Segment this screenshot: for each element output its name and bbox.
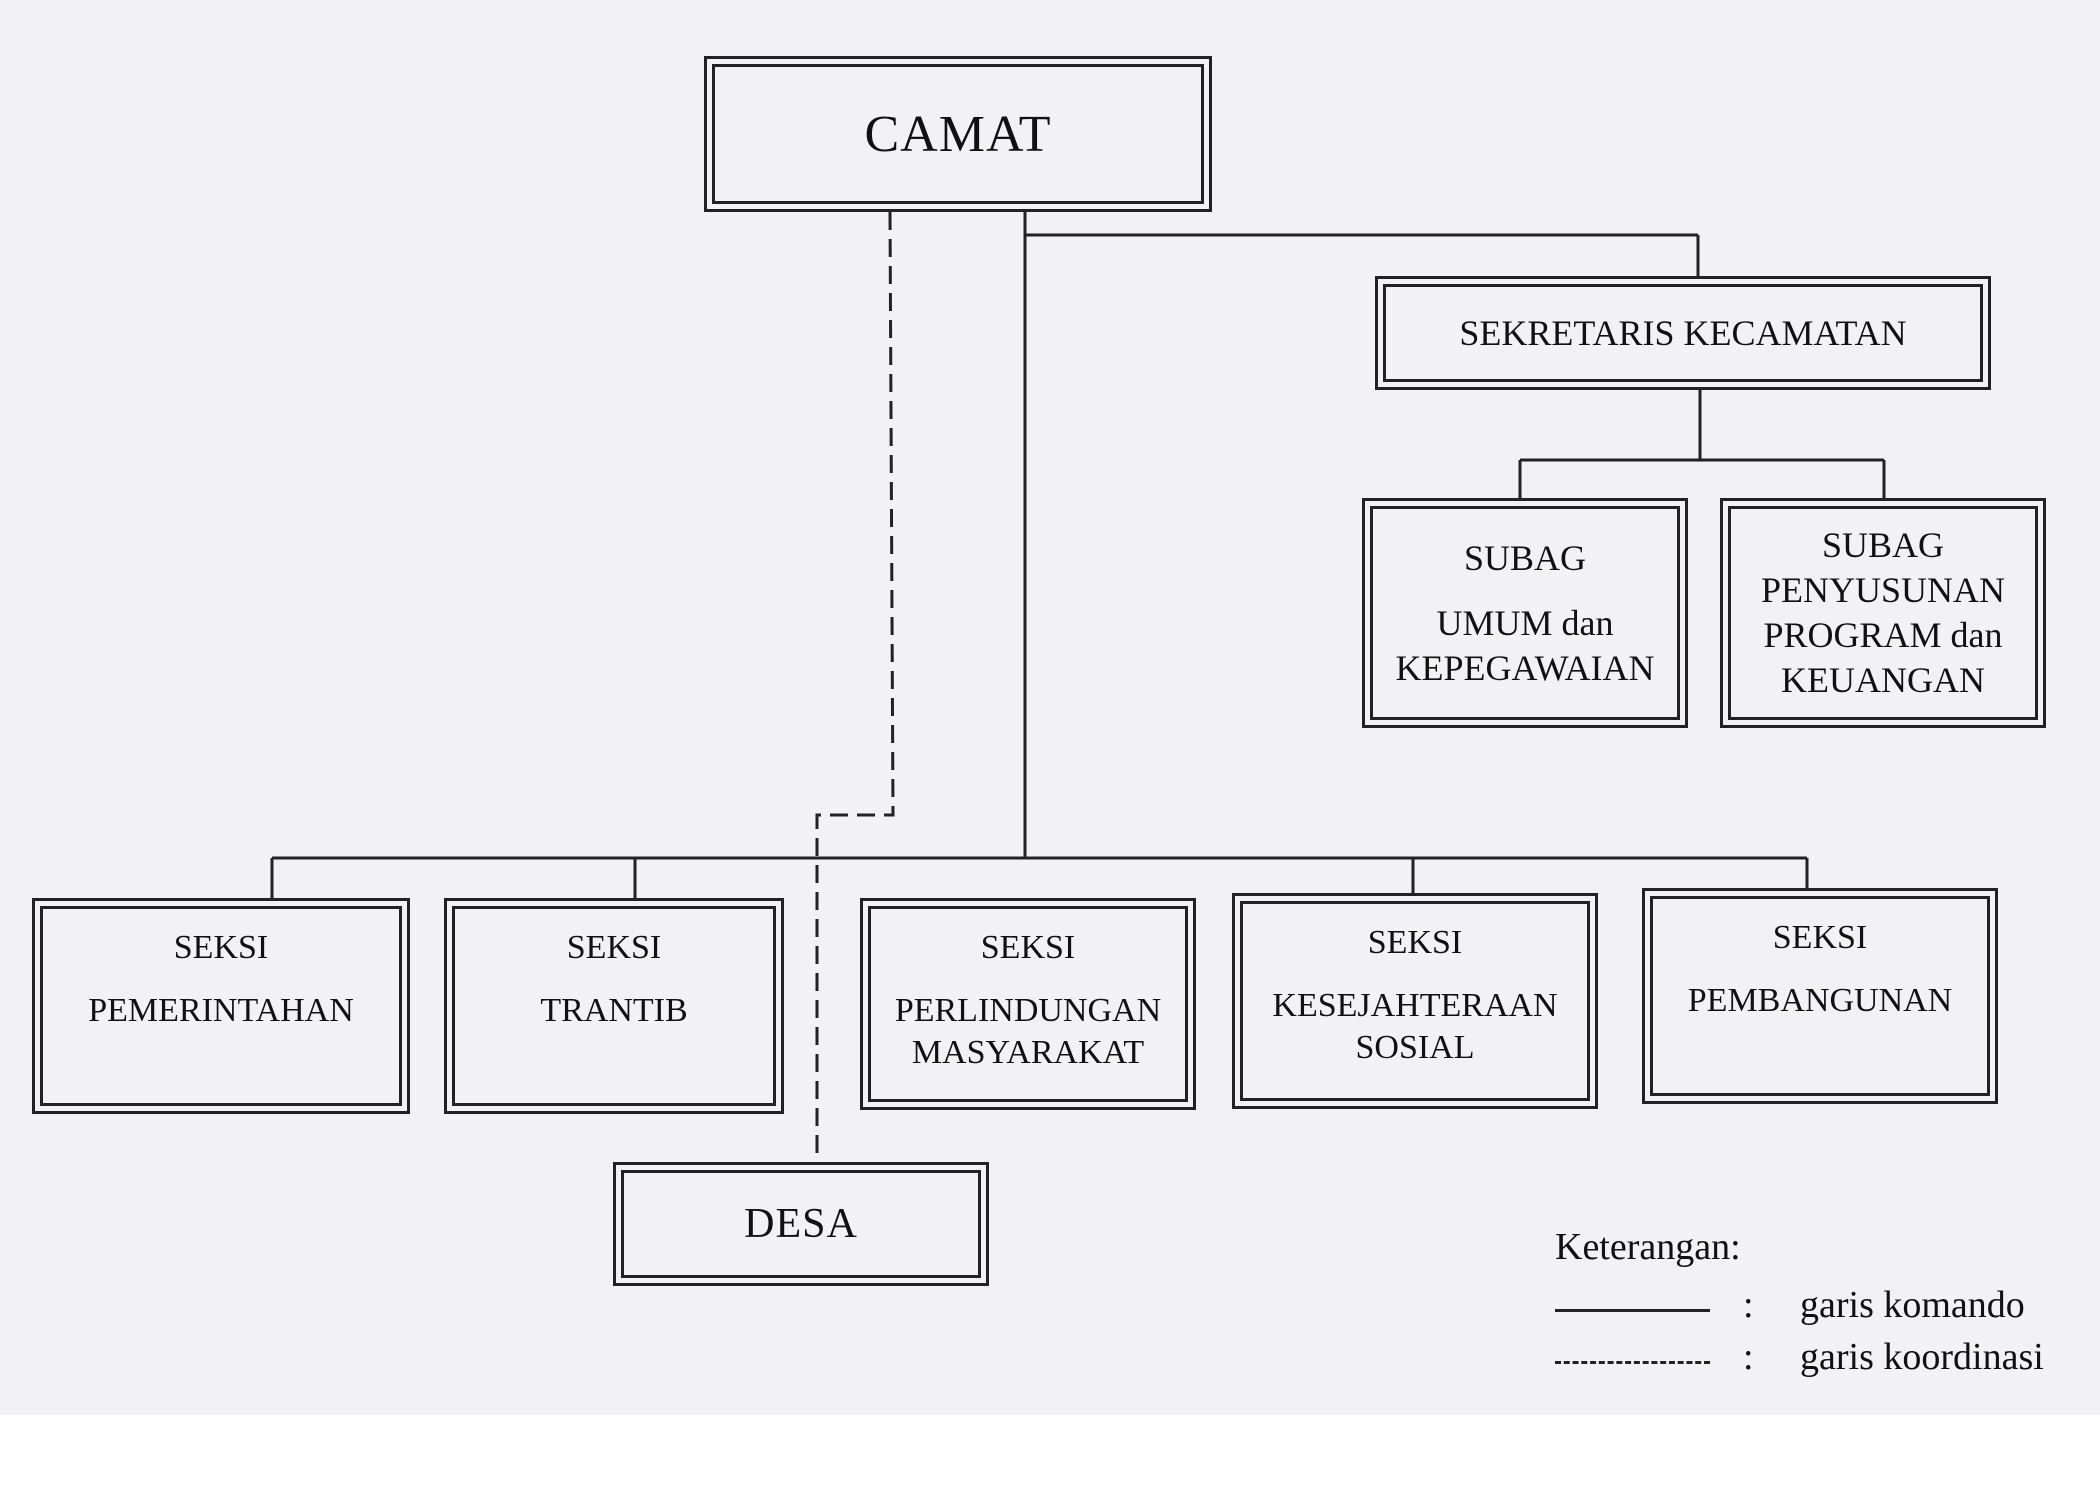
legend: Keterangan: : garis komando : garis koor… <box>1555 1225 2044 1387</box>
node-label-line: SEKSI <box>173 929 269 966</box>
node-label-line: PEMBANGUNAN <box>1687 981 1953 1019</box>
node-label-line: PROGRAM dan <box>1763 615 2003 655</box>
legend-item-coordination: : garis koordinasi <box>1555 1335 2044 1387</box>
node-subag-umum-kepegawaian: SUBAG UMUM dan KEPEGAWAIAN <box>1362 498 1688 728</box>
node-subag-penyusunan-program-keuangan: SUBAG PENYUSUNAN PROGRAM dan KEUANGAN <box>1720 498 2046 728</box>
node-label-line: MASYARAKAT <box>911 1034 1145 1071</box>
legend-title: Keterangan: <box>1555 1226 1741 1268</box>
node-camat-label: CAMAT <box>864 105 1052 163</box>
legend-colon: : <box>1743 1336 1754 1378</box>
legend-item-label: garis koordinasi <box>1800 1336 2044 1378</box>
node-label-line: SEKSI <box>566 929 662 966</box>
legend-colon: : <box>1743 1284 1754 1326</box>
node-label-line: PEMERINTAHAN <box>88 991 354 1029</box>
node-label-line: KEUANGAN <box>1781 660 1985 700</box>
node-label-line: UMUM dan <box>1436 602 1614 643</box>
node-label-line: PERLINDUNGAN <box>894 991 1162 1029</box>
node-label-line: SEKSI <box>980 929 1076 966</box>
node-label-line: SUBAG <box>1821 525 1945 565</box>
node-sekretaris-label: SEKRETARIS KECAMATAN <box>1459 312 1907 353</box>
legend-solid-line-swatch <box>1555 1309 1710 1312</box>
node-desa: DESA <box>613 1162 989 1286</box>
node-label-line: SUBAG <box>1463 537 1587 578</box>
node-seksi-perlindungan-masyarakat: SEKSI PERLINDUNGAN MASYARAKAT <box>860 898 1196 1110</box>
node-label-line: KESEJAHTERAAN <box>1272 986 1558 1024</box>
legend-item-label: garis komando <box>1800 1284 2025 1326</box>
node-sekretaris-kecamatan: SEKRETARIS KECAMATAN <box>1375 276 1991 390</box>
node-label-line: PENYUSUNAN <box>1760 570 2006 610</box>
node-desa-label: DESA <box>744 1200 858 1247</box>
node-seksi-kesejahteraan-sosial: SEKSI KESEJAHTERAAN SOSIAL <box>1232 893 1598 1109</box>
node-seksi-pemerintahan: SEKSI PEMERINTAHAN <box>32 898 410 1114</box>
node-label-line: SEKSI <box>1772 919 1868 956</box>
node-seksi-pembangunan: SEKSI PEMBANGUNAN <box>1642 888 1998 1104</box>
node-label-line: SEKSI <box>1367 924 1463 961</box>
node-label-line: SOSIAL <box>1355 1029 1475 1066</box>
node-seksi-trantib: SEKSI TRANTIB <box>444 898 784 1114</box>
legend-item-command: : garis komando <box>1555 1283 2025 1335</box>
node-label-line: TRANTIB <box>540 991 688 1029</box>
legend-dashed-line-swatch <box>1555 1361 1710 1364</box>
coordination-line <box>815 211 895 1162</box>
node-camat: CAMAT <box>704 56 1212 212</box>
node-label-line: KEPEGAWAIAN <box>1395 647 1655 688</box>
